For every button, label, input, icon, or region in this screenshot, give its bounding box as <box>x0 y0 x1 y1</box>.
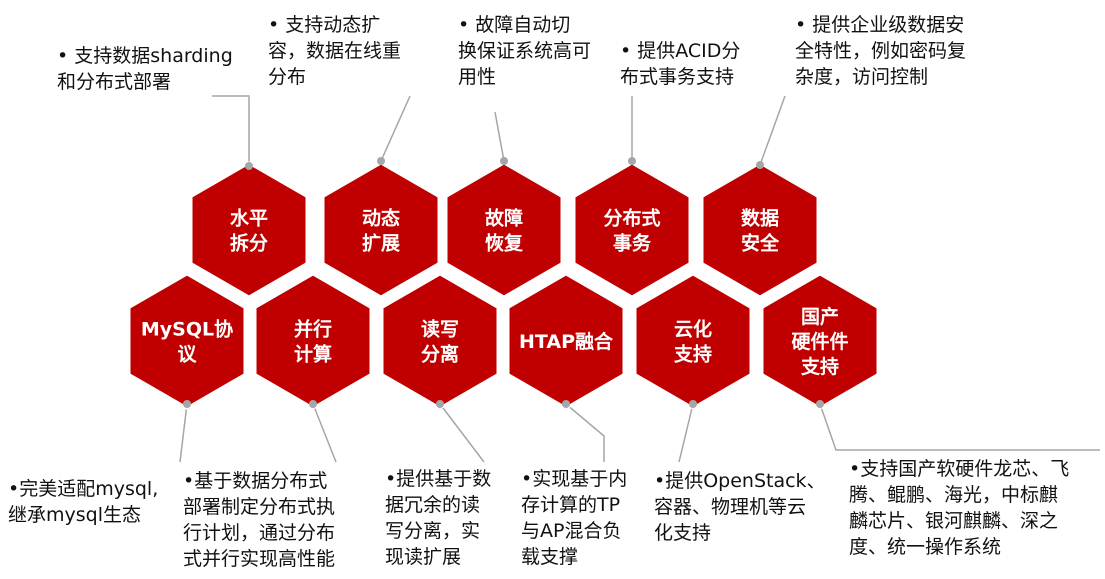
hexagon-horizontal-sharding <box>189 161 309 299</box>
connector-dot-htap-fusion <box>562 400 570 408</box>
hexagon-label-line: 云化 <box>674 318 712 341</box>
connector-lines <box>179 95 1100 463</box>
description-parallel-computing: •基于数据分布式 部署制定分布式执 行计划，通过分布 式并行实现高性能 <box>183 470 336 570</box>
hexagon-data-security <box>700 161 820 299</box>
hexagon-dynamic-scaling <box>321 161 441 299</box>
connector-line-data-security <box>759 95 786 166</box>
hexagon-label-line: 数据 <box>741 207 779 230</box>
connector-line-parallel-computing <box>312 403 337 463</box>
connector-dot-distributed-transaction <box>628 157 636 165</box>
hexagon-read-write-split <box>380 272 500 410</box>
connector-dot-mysql-protocol <box>183 400 191 408</box>
hexagon-label-line: 水平 <box>230 208 268 230</box>
connector-dot-cloud-support <box>689 400 697 408</box>
hexagon-cells: 水平拆分 动态扩展 故障恢复 分布式事务 数据安全 MySQL协议 并行计算 读写分离 HTAP… <box>127 157 880 410</box>
connector-dot-domestic-hardware <box>816 400 824 408</box>
hexagon-cloud-support <box>633 272 753 410</box>
connector-dot-horizontal-sharding <box>245 162 253 170</box>
description-cloud-support: •提供OpenStack、 容器、物理机等云 化支持 <box>654 470 826 544</box>
hexagon-label-line: MySQL协 <box>141 318 233 341</box>
hexagon-label-line: 恢复 <box>485 232 524 255</box>
connector-dot-read-write-split <box>436 400 444 408</box>
description-read-write-split: •提供基于数 据冗余的读 写分离，实 现读扩展 <box>385 468 492 568</box>
hexagon-label-line: 国产 <box>801 305 839 328</box>
connector-dot-data-security <box>756 161 764 169</box>
hexagon-label-horizontal-sharding: 水平拆分 <box>230 208 268 255</box>
description-failure-recovery: • 故障自动切 换保证系统高可 用性 <box>458 14 592 88</box>
hexagon-label-line: 计算 <box>294 343 332 366</box>
hexagon-label-dynamic-scaling: 动态扩展 <box>362 207 400 255</box>
hexagon-label-line: 分离 <box>421 343 459 366</box>
connector-dot-failure-recovery <box>500 157 508 165</box>
hexagon-mysql-protocol <box>127 272 247 410</box>
hexagon-label-line: 读写 <box>421 318 459 341</box>
hexagon-label-line: 议 <box>177 344 197 366</box>
hexagon-label-data-security: 数据安全 <box>741 207 780 255</box>
hexagon-label-line: 拆分 <box>230 232 268 255</box>
hexagon-label-line: 并行 <box>294 318 332 341</box>
connector-dot-parallel-computing <box>309 400 317 408</box>
connector-dot-dynamic-scaling <box>377 157 385 165</box>
hexagon-label-cloud-support: 云化支持 <box>673 318 712 366</box>
hexagon-parallel-computing <box>253 272 373 410</box>
connector-line-read-write-split <box>439 403 485 463</box>
hexagon-label-line: 分布式 <box>603 207 660 230</box>
connector-line-domestic-hardware <box>819 403 1100 451</box>
hexagon-label-line: 故障 <box>485 207 523 230</box>
hexagon-label-distributed-transaction: 分布式事务 <box>603 207 660 255</box>
hexagon-distributed-transaction <box>572 161 692 299</box>
hexagon-label-domestic-hardware: 国产硬件件支持 <box>791 305 848 378</box>
description-horizontal-sharding: • 支持数据sharding 和分布式部署 <box>57 45 233 93</box>
description-dynamic-scaling: • 支持动态扩 容，数据在线重 分布 <box>268 14 402 88</box>
connector-line-mysql-protocol <box>179 403 188 463</box>
hexagon-label-parallel-computing: 并行计算 <box>294 318 332 366</box>
hexagon-label-htap-fusion: HTAP融合 <box>519 330 614 353</box>
hexagon-label-mysql-protocol: MySQL协议 <box>141 318 233 366</box>
connector-line-htap-fusion <box>565 403 605 462</box>
hexagon-label-line: 动态 <box>362 207 400 230</box>
description-mysql-protocol: •完美适配mysql, 继承mysql生态 <box>8 478 159 526</box>
hexagon-failure-recovery <box>444 161 564 299</box>
connector-line-dynamic-scaling <box>380 95 411 162</box>
hexagon-label-failure-recovery: 故障恢复 <box>485 207 524 255</box>
hexagon-label-line: 扩展 <box>362 233 400 255</box>
connector-line-horizontal-sharding <box>212 95 250 166</box>
description-domestic-hardware: •支持国产软硬件龙芯、飞 腾、鲲鹏、海光，中标麒 麟芯片、银河麒麟、深之 度、统… <box>849 458 1070 558</box>
hexagon-label-line: 硬件件 <box>791 330 848 353</box>
hexagon-label-line: HTAP融合 <box>519 330 614 353</box>
description-data-security: • 提供企业级数据安 全特性，例如密码复 杂度，访问控制 <box>795 14 967 88</box>
hexagon-label-line: 安全 <box>741 232 780 255</box>
hexagon-label-line: 支持 <box>673 343 712 366</box>
hexagon-label-line: 支持 <box>800 355 839 378</box>
connector-line-failure-recovery <box>494 111 505 162</box>
description-htap-fusion: •实现基于内 存计算的TP 与AP混合负 载支撑 <box>521 468 628 568</box>
connector-line-cloud-support <box>678 403 694 463</box>
description-distributed-transaction: • 提供ACID分 布式事务支持 <box>620 40 741 88</box>
hexagon-label-read-write-split: 读写分离 <box>421 318 459 366</box>
hexagon-label-line: 事务 <box>613 232 652 255</box>
